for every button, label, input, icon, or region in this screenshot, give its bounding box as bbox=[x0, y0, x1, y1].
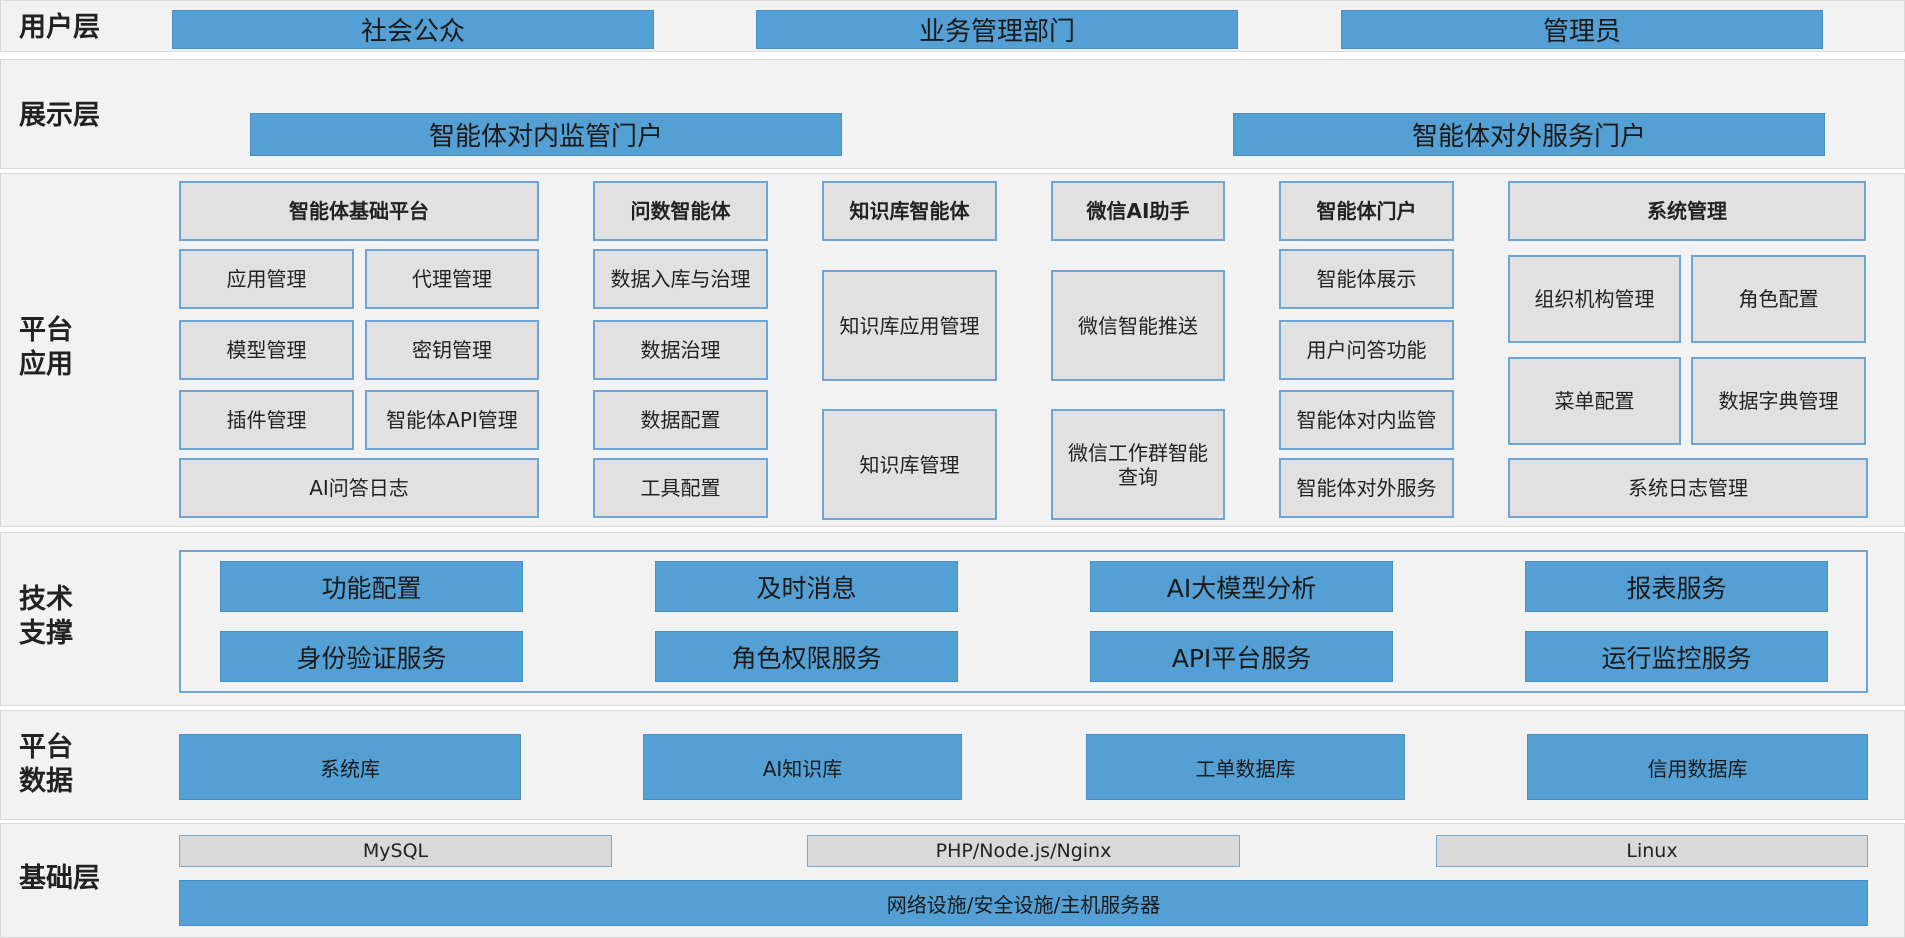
agent-internal-supervision: 智能体对内监管 bbox=[1279, 390, 1454, 450]
app-management: 应用管理 bbox=[179, 249, 354, 309]
key-management: 密钥管理 bbox=[365, 320, 539, 380]
tech-monitoring-service: 运行监控服务 bbox=[1525, 631, 1828, 682]
tech-report-service: 报表服务 bbox=[1525, 561, 1828, 612]
wechat-smart-push: 微信智能推送 bbox=[1051, 270, 1225, 381]
col-data-agent-head: 问数智能体 bbox=[593, 181, 768, 241]
platform-data-title: 平台 数据 bbox=[19, 732, 73, 797]
col-wechat-ai-head: 微信AI助手 bbox=[1051, 181, 1225, 241]
menu-config: 菜单配置 bbox=[1508, 357, 1681, 445]
system-log-management: 系统日志管理 bbox=[1508, 458, 1868, 518]
col-agent-portal-head: 智能体门户 bbox=[1279, 181, 1454, 241]
tech-ai-model-analysis: AI大模型分析 bbox=[1090, 561, 1393, 612]
agent-api-management: 智能体API管理 bbox=[365, 390, 539, 450]
tool-config: 工具配置 bbox=[593, 458, 768, 518]
base-php-node-nginx: PHP/Node.js/Nginx bbox=[807, 835, 1240, 867]
platform-app-title: 平台 应用 bbox=[19, 315, 73, 380]
db-credit: 信用数据库 bbox=[1527, 734, 1868, 800]
org-management: 组织机构管理 bbox=[1508, 255, 1681, 343]
data-ingest-governance: 数据入库与治理 bbox=[593, 249, 768, 309]
agent-external-service: 智能体对外服务 bbox=[1279, 458, 1454, 518]
tech-support-frame bbox=[179, 550, 1868, 693]
ai-qa-log: AI问答日志 bbox=[179, 458, 539, 518]
base-layer-title: 基础层 bbox=[19, 863, 100, 894]
tech-auth-service: 身份验证服务 bbox=[220, 631, 523, 682]
data-governance: 数据治理 bbox=[593, 320, 768, 380]
tech-feature-config: 功能配置 bbox=[220, 561, 523, 612]
platform-data-layer: 平台 数据 系统库 AI知识库 工单数据库 信用数据库 bbox=[0, 710, 1905, 820]
display-layer-title: 展示层 bbox=[19, 100, 100, 131]
user-qa-function: 用户问答功能 bbox=[1279, 320, 1454, 380]
db-system: 系统库 bbox=[179, 734, 521, 800]
col-kb-agent-head: 知识库智能体 bbox=[822, 181, 997, 241]
data-config: 数据配置 bbox=[593, 390, 768, 450]
user-business-dept: 业务管理部门 bbox=[756, 10, 1238, 49]
tech-support-title: 技术 支撑 bbox=[19, 584, 73, 649]
db-work-order: 工单数据库 bbox=[1086, 734, 1405, 800]
external-portal: 智能体对外服务门户 bbox=[1233, 113, 1825, 156]
plugin-management: 插件管理 bbox=[179, 390, 354, 450]
base-mysql: MySQL bbox=[179, 835, 612, 867]
agent-showcase: 智能体展示 bbox=[1279, 249, 1454, 309]
kb-app-management: 知识库应用管理 bbox=[822, 270, 997, 381]
proxy-management: 代理管理 bbox=[365, 249, 539, 309]
display-layer: 展示层 智能体对内监管门户 智能体对外服务门户 bbox=[0, 59, 1905, 169]
base-linux: Linux bbox=[1436, 835, 1868, 867]
user-social-public: 社会公众 bbox=[172, 10, 654, 49]
tech-role-permission-service: 角色权限服务 bbox=[655, 631, 958, 682]
tech-instant-message: 及时消息 bbox=[655, 561, 958, 612]
base-layer: 基础层 MySQL PHP/Node.js/Nginx Linux 网络设施/安… bbox=[0, 823, 1905, 938]
col-system-management-head: 系统管理 bbox=[1508, 181, 1866, 241]
user-layer-title: 用户层 bbox=[19, 12, 100, 43]
db-ai-knowledge: AI知识库 bbox=[643, 734, 962, 800]
role-config: 角色配置 bbox=[1691, 255, 1866, 343]
internal-portal: 智能体对内监管门户 bbox=[250, 113, 842, 156]
kb-management: 知识库管理 bbox=[822, 409, 997, 520]
platform-app-layer: 平台 应用 智能体基础平台 应用管理 代理管理 模型管理 密钥管理 插件管理 智… bbox=[0, 173, 1905, 527]
user-layer: 用户层 社会公众 业务管理部门 管理员 bbox=[0, 0, 1905, 52]
user-admin: 管理员 bbox=[1341, 10, 1823, 49]
tech-support-layer: 技术 支撑 功能配置 及时消息 AI大模型分析 报表服务 身份验证服务 角色权限… bbox=[0, 532, 1905, 706]
model-management: 模型管理 bbox=[179, 320, 354, 380]
wechat-group-query: 微信工作群智能 查询 bbox=[1051, 409, 1225, 520]
data-dictionary-management: 数据字典管理 bbox=[1691, 357, 1866, 445]
tech-api-platform-service: API平台服务 bbox=[1090, 631, 1393, 682]
col-agent-platform-head: 智能体基础平台 bbox=[179, 181, 539, 241]
base-infrastructure: 网络设施/安全设施/主机服务器 bbox=[179, 880, 1868, 926]
